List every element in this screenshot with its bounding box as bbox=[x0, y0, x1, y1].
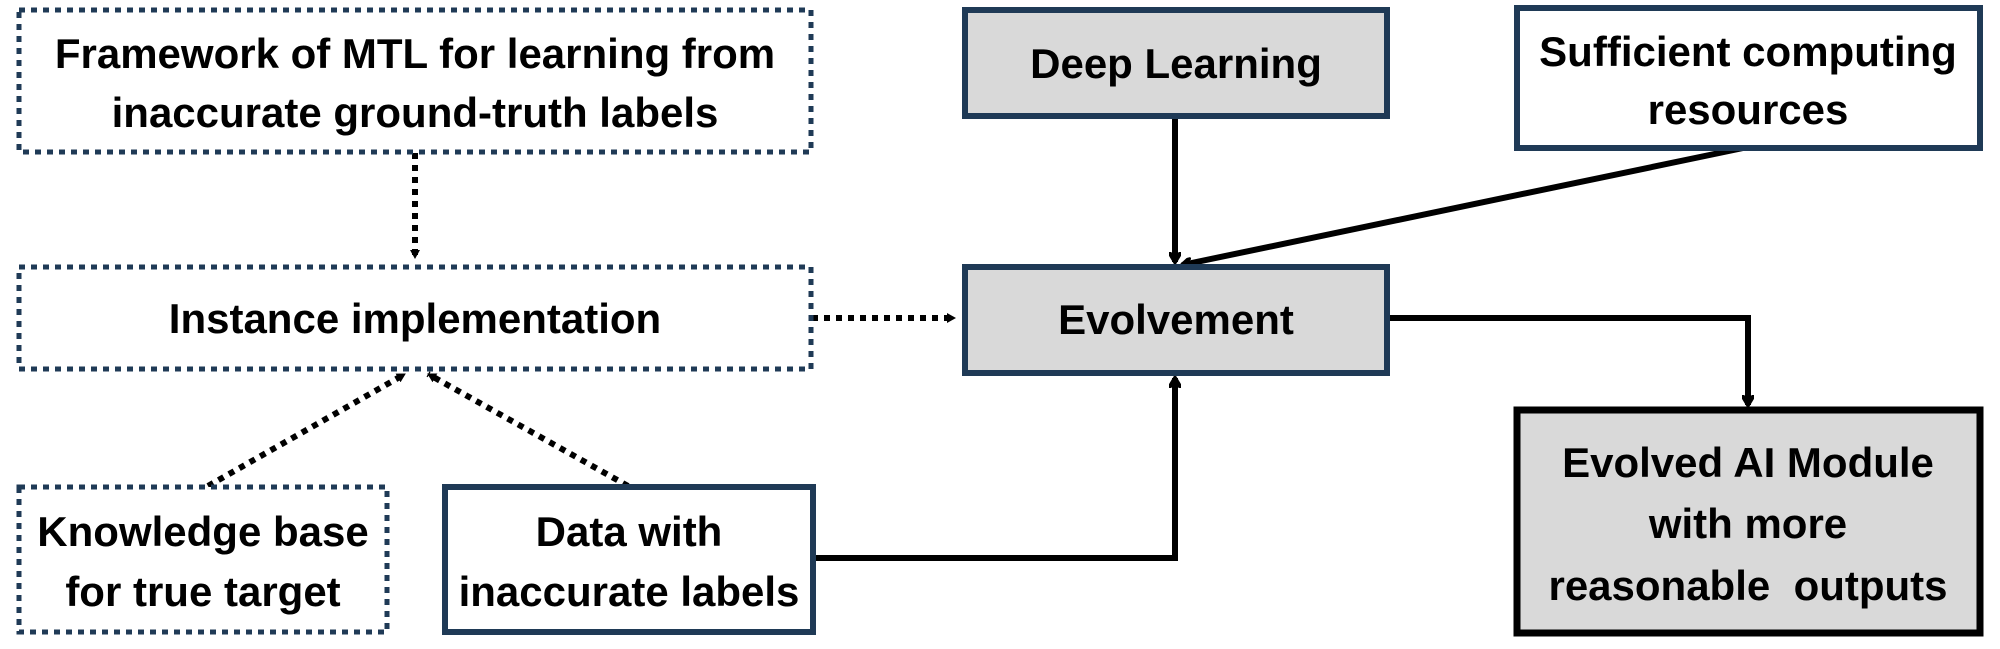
node-deep-learning-line-1: Deep Learning bbox=[1030, 40, 1322, 87]
node-framework-line-1: Framework of MTL for learning from bbox=[55, 30, 775, 77]
arrow-computing-to-evolvement bbox=[1182, 144, 1749, 265]
arrow-knowledge-to-instance bbox=[206, 371, 407, 489]
node-evolved-ai-module: Evolved AI Module with more reasonable o… bbox=[1513, 406, 1984, 637]
arrow-evolvement-to-evolved bbox=[1388, 315, 1748, 405]
node-evolved-line-2: with more bbox=[1648, 500, 1847, 547]
node-data-line-2: inaccurate labels bbox=[459, 568, 800, 615]
node-knowledge-base: Knowledge base for true target bbox=[16, 484, 390, 635]
node-computing-resources: Sufficient computing resources bbox=[1514, 5, 1983, 151]
node-framework: Framework of MTL for learning from inacc… bbox=[16, 7, 814, 155]
node-data-inaccurate-labels: Data with inaccurate labels bbox=[442, 484, 816, 635]
node-framework-line-2: inaccurate ground-truth labels bbox=[112, 89, 719, 136]
node-knowledge-line-2: for true target bbox=[65, 568, 340, 615]
node-evolved-line-3: reasonable outputs bbox=[1548, 562, 1947, 609]
node-evolvement: Evolvement bbox=[962, 264, 1390, 376]
node-deep-learning: Deep Learning bbox=[962, 7, 1390, 119]
node-data-line-1: Data with bbox=[536, 508, 723, 555]
arrow-data-to-instance bbox=[426, 371, 630, 489]
connectors bbox=[206, 117, 1749, 561]
node-evolved-line-1: Evolved AI Module bbox=[1562, 439, 1934, 486]
node-evolvement-line-1: Evolvement bbox=[1058, 296, 1294, 343]
node-computing-line-2: resources bbox=[1648, 86, 1849, 133]
node-computing-line-1: Sufficient computing bbox=[1539, 28, 1957, 75]
node-instance-implementation: Instance implementation bbox=[16, 264, 814, 372]
arrow-data-to-evolvement bbox=[813, 378, 1175, 561]
node-knowledge-line-1: Knowledge base bbox=[37, 508, 368, 555]
node-instance-line-1: Instance implementation bbox=[169, 295, 661, 342]
